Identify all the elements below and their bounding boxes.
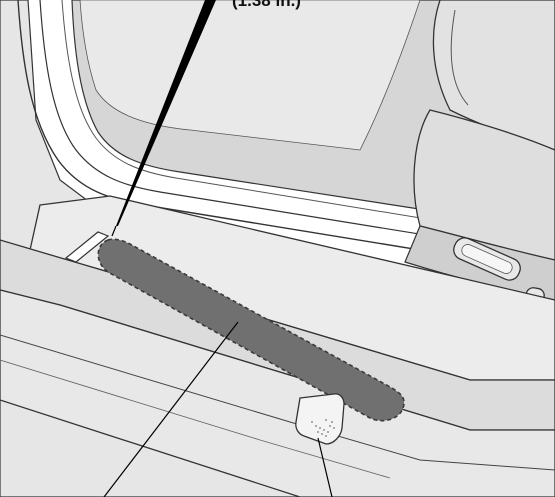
rocker-panel bbox=[0, 289, 555, 497]
reference-tape bbox=[64, 231, 110, 263]
seat-back-seam bbox=[450, 9, 469, 106]
rocker-line-2 bbox=[0, 359, 391, 479]
seat-switch-long-inner bbox=[461, 244, 513, 274]
applicator-pad bbox=[295, 393, 345, 445]
rocker-line bbox=[0, 334, 555, 471]
dimension-pointer bbox=[116, 0, 216, 226]
shaded-application-area bbox=[97, 238, 405, 422]
applicator-pad-dots bbox=[311, 419, 335, 437]
dimension-pointer-line bbox=[111, 225, 117, 237]
dimension-label: (1.38 in.) bbox=[232, 0, 301, 10]
door-opening-frame-inner-2 bbox=[61, 0, 555, 241]
leader-line-applicator bbox=[317, 437, 333, 497]
leader-line-shaded-area bbox=[103, 321, 239, 497]
